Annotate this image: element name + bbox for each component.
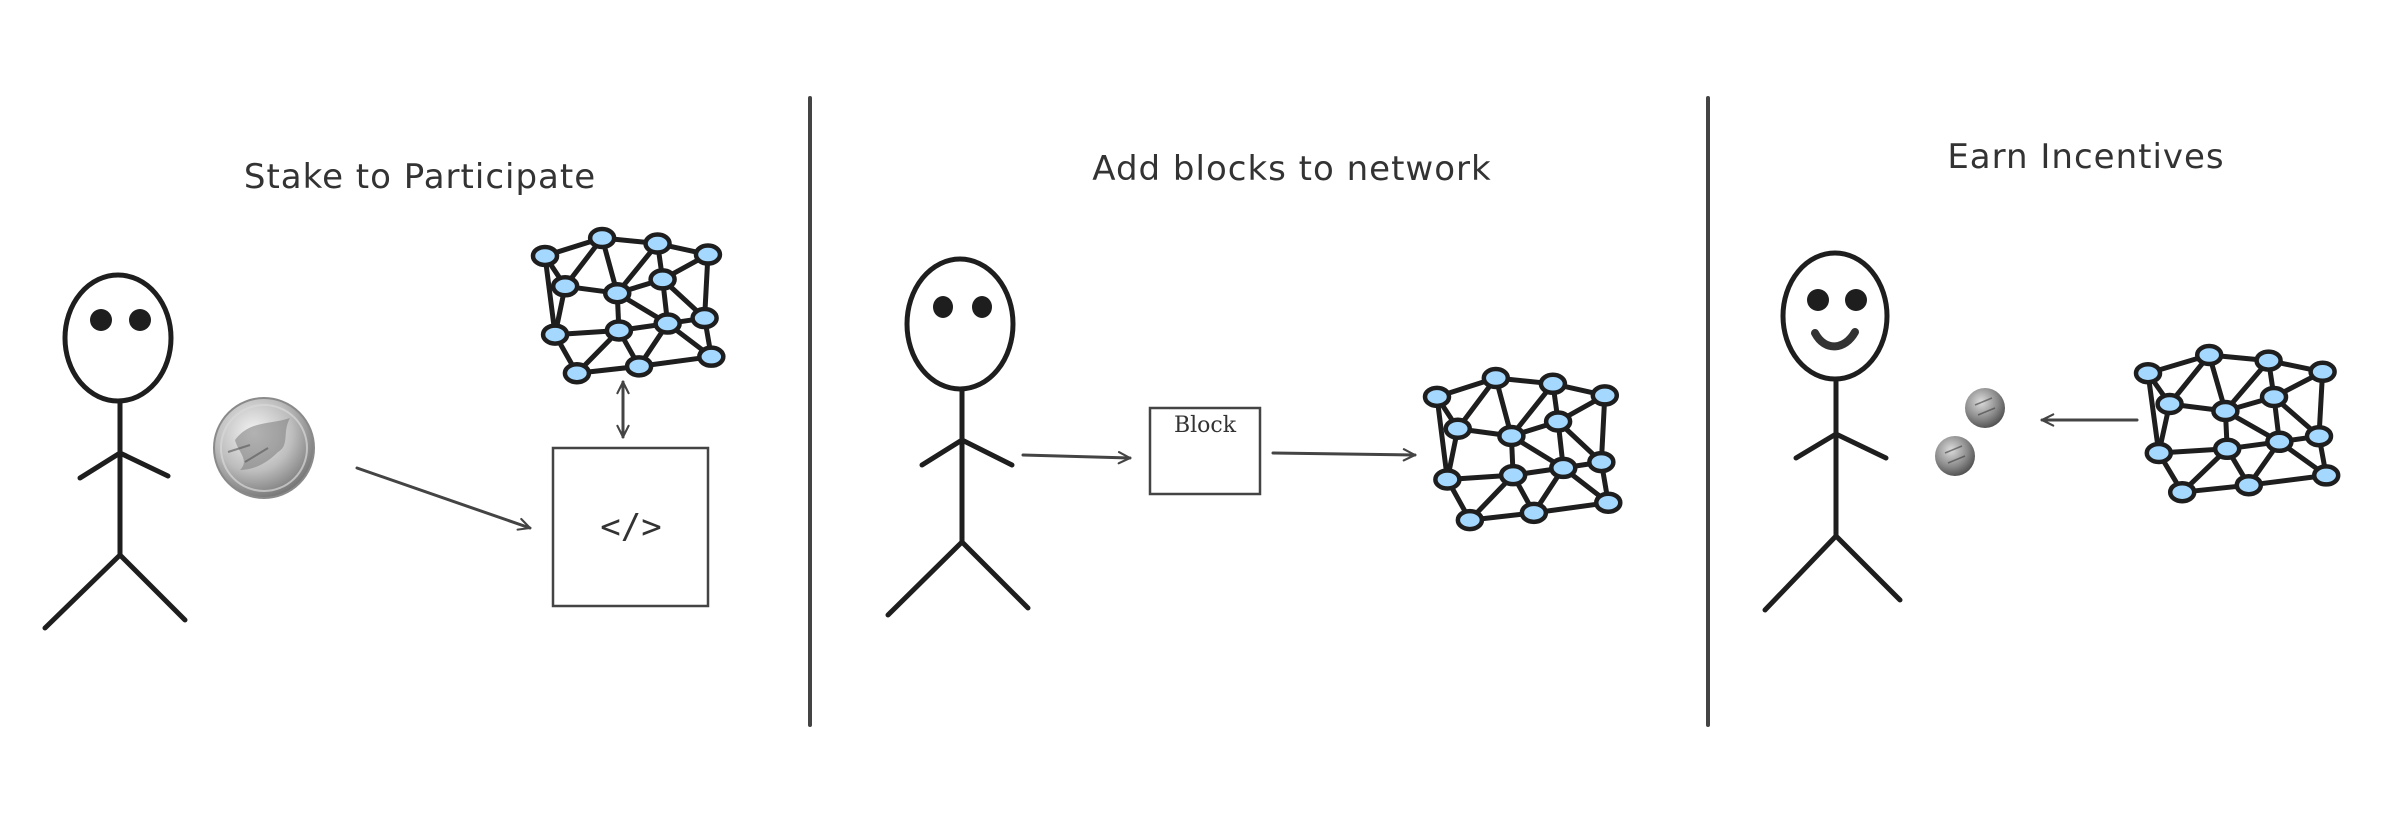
network-node [1446,420,1470,438]
panel-title-stake: Stake to Participate [244,157,596,197]
smiling-stick-figure-icon [1765,253,1900,610]
panel-title-add-blocks: Add blocks to network [1092,149,1491,189]
network-node [1593,386,1617,404]
code-box: </> [553,448,708,606]
network-node [2237,476,2261,494]
network-node [1501,466,1525,484]
network-node [543,326,567,344]
network-node [605,284,629,302]
network-node [646,235,670,253]
panel-title-earn: Earn Incentives [1947,137,2224,177]
network-node [627,357,651,375]
network-node [1499,427,1523,445]
network-node [2307,427,2331,445]
network-node [1435,471,1459,489]
arrow-person-to-block [1023,455,1130,458]
network-node [1589,453,1613,471]
network-node [565,364,589,382]
network-node [2314,466,2338,484]
arrow-block-to-network [1273,453,1415,455]
network-node [656,315,680,333]
network-node [1425,388,1449,406]
network-node [1546,413,1570,431]
network-node [1541,375,1565,393]
network-node [1484,369,1508,387]
network-node [2257,352,2281,370]
stick-figure-icon [45,275,185,628]
network-node [533,247,557,265]
network-node [2267,433,2291,451]
stick-figure-icon [888,259,1028,615]
network-node [2215,440,2239,458]
code-icon: </> [600,507,661,547]
network-graph-icon [2136,346,2338,501]
network-node [699,348,723,366]
panel-earn: Earn Incentives [1765,137,2338,610]
network-graph-icon [1425,369,1620,529]
arrow-stake-to-code [357,468,530,528]
network-node [1596,494,1620,512]
network-node [696,246,720,264]
network-node [1458,511,1482,529]
panel-stake: Stake to Participate </> [45,157,723,628]
panel-add-blocks: Add blocks to network Block [888,149,1620,615]
network-node [553,277,577,295]
network-node [2262,388,2286,406]
coin-icon [1965,388,2005,428]
network-node [2197,346,2221,364]
block-box: Block [1150,408,1260,494]
network-node [1551,459,1575,477]
coin-icon [1935,436,1975,476]
network-node [2136,364,2160,382]
network-node [607,321,631,339]
network-node [2158,395,2182,413]
network-node [651,270,675,288]
network-node [1522,504,1546,522]
network-node [2213,402,2237,420]
network-node [2147,444,2171,462]
coin-icon [214,398,314,498]
network-node [2170,483,2194,501]
block-label: Block [1174,413,1237,438]
network-graph-icon [533,229,723,382]
network-node [590,229,614,247]
network-node [693,309,717,327]
network-node [2311,363,2335,381]
